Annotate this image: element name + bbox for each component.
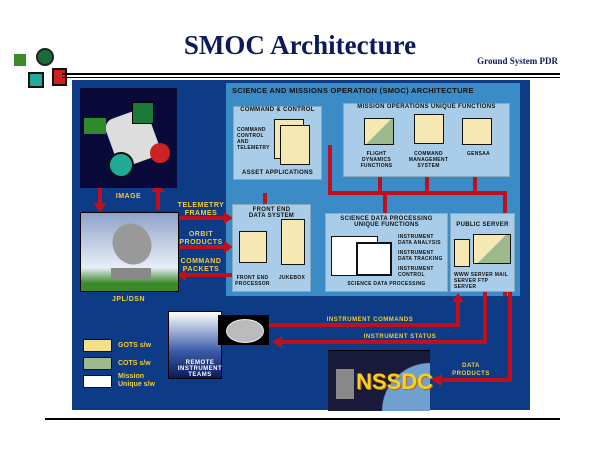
legend-label: Mission Unique s/w (118, 373, 155, 388)
header-rule (62, 73, 560, 75)
dsn-antenna-picture (80, 212, 179, 292)
header-rule (62, 77, 560, 78)
science-data-processing-box: SCIENCE DATA PROCESSING UNIQUE FUNCTIONS… (325, 213, 448, 292)
image-label: IMAGE (115, 193, 142, 200)
legend-label: COTS s/w (118, 359, 151, 367)
flow-instrument-commands: INSTRUMENT COMMANDS (326, 317, 414, 323)
legend-item-gots: GOTS s/w (83, 336, 158, 354)
mission-ops-box: MISSION OPERATIONS UNIQUE FUNCTIONS FLIG… (343, 103, 510, 177)
globe-icon (218, 315, 269, 345)
nssdc-label: NSSDC (356, 369, 434, 394)
nssdc-logo: NSSDC (328, 350, 434, 411)
public-server-desc: WWW SERVER MAIL SERVER FTP SERVER (454, 272, 509, 290)
flow-data-products: DATA PRODUCTS (452, 363, 490, 377)
footer-rule (45, 418, 560, 420)
command-control-footer: ASSET APPLICATIONS (241, 170, 314, 176)
smoc-title: SCIENCE AND MISSIONS OPERATION (SMOC) AR… (232, 86, 474, 95)
public-server-box: PUBLIC SERVER WWW SERVER MAIL SERVER FTP… (450, 213, 515, 292)
science-item: INSTRUMENT DATA ANALYSIS (398, 234, 441, 246)
public-server-title: PUBLIC SERVER (456, 222, 509, 228)
mission-ops-title: MISSION OPERATIONS UNIQUE FUNCTIONS (357, 104, 496, 110)
cms-workstation-icon (414, 114, 444, 144)
front-end-processor-icon (239, 231, 267, 263)
remote-teams-label: REMOTE INSTRUMENT TEAMS (177, 360, 223, 378)
server-workstation-icon (473, 234, 511, 264)
flow-orbit-products: ORBIT PRODUCTS (179, 231, 223, 246)
science-title: SCIENCE DATA PROCESSING UNIQUE FUNCTIONS (340, 216, 433, 228)
command-control-title: COMMAND & CONTROL (240, 107, 315, 113)
jukebox-label: JUKEBOX (278, 275, 306, 281)
legend-item-mission-unique: Mission Unique s/w (83, 372, 158, 390)
gensaa-label: GENSAA (466, 151, 491, 157)
image-spacecraft-picture (80, 88, 177, 188)
workstation-stack-icon (280, 125, 310, 165)
flow-command-packets: COMMAND PACKETS (180, 258, 222, 273)
flight-dynamics-label: FLIGHT DYNAMICS FUNCTIONS (360, 151, 393, 169)
legend: GOTS s/w COTS s/w Mission Unique s/w (83, 336, 158, 390)
science-item: INSTRUMENT CONTROL (398, 266, 434, 278)
flight-dynamics-workstation-icon (364, 118, 394, 145)
flow-instrument-status: INSTRUMENT STATUS (363, 334, 437, 340)
legend-label: GOTS s/w (118, 341, 152, 349)
command-control-desc: COMMAND CONTROL AND TELEMETRY (237, 127, 270, 151)
page-title: SMOC Architecture (183, 30, 417, 60)
jukebox-icon (281, 219, 305, 265)
server-tower-icon (454, 239, 470, 267)
front-end-data-system-box: FRONT END DATA SYSTEM FRONT END PROCESSO… (232, 204, 311, 292)
remote-teams-picture (168, 311, 222, 379)
science-footer: SCIENCE DATA PROCESSING (347, 281, 426, 287)
cms-label: COMMAND MANAGEMENT SYSTEM (408, 151, 449, 169)
gensaa-workstation-icon (462, 118, 492, 145)
page-subtitle: Ground System PDR (477, 56, 558, 66)
command-control-box: COMMAND & CONTROL COMMAND CONTROL AND TE… (233, 106, 322, 180)
front-end-title: FRONT END DATA SYSTEM (248, 207, 295, 219)
dsn-label: JPL/DSN (111, 296, 146, 303)
legend-item-cots: COTS s/w (83, 354, 158, 372)
front-end-processor-label: FRONT END PROCESSOR (235, 275, 270, 287)
flow-telemetry-frames: TELEMETRY FRAMES (177, 202, 225, 217)
science-item: INSTRUMENT DATA TRACKING (398, 250, 443, 262)
